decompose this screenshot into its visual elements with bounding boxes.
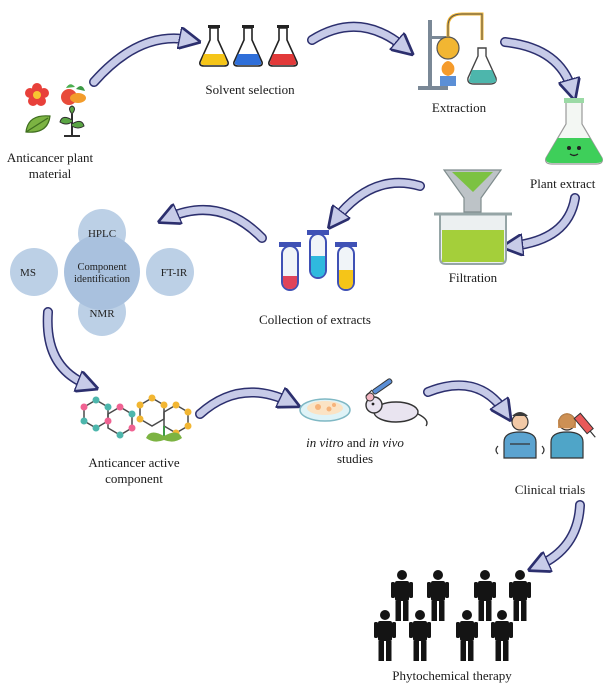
people-group-icon [374, 570, 531, 661]
plant-material-icon [25, 83, 86, 137]
active-component-label-line2: component [105, 471, 163, 486]
method-circle-ms [10, 248, 58, 296]
identification-center-circle [64, 234, 140, 310]
identification-cluster: HPLC MS FT-IR NMR Component identificati… [10, 209, 194, 336]
studies-label-in-vivo: in vivo [368, 435, 404, 450]
patients-icon [495, 412, 596, 459]
method-circle-ftir [146, 248, 194, 296]
flow-arrows [42, 21, 585, 566]
test-tubes-icon [279, 230, 357, 291]
identification-label-line1: Component [78, 262, 127, 273]
distillation-apparatus-icon [418, 12, 497, 90]
active-component-label: Anticancer active component [74, 455, 194, 487]
method-label-hplc: HPLC [88, 228, 116, 240]
studies-label: in vitro and in vivo studies [295, 435, 415, 467]
clinical-trials-label: Clinical trials [514, 482, 586, 497]
solvent-selection-label: Solvent selection [205, 82, 295, 97]
studies-label-and: and [343, 435, 369, 450]
arrow-component-to-studies [195, 392, 290, 419]
extraction-label: Extraction [431, 100, 487, 115]
green-flask-icon [545, 98, 603, 165]
method-label-nmr: NMR [89, 308, 115, 320]
identification-label-line2: identification [74, 274, 131, 285]
active-component-label-line1: Anticancer active [88, 455, 180, 470]
filtration-label: Filtration [448, 270, 498, 285]
arrow-collection-to-identification [168, 210, 267, 243]
plant-material-label-line1: Anticancer plant [6, 150, 94, 165]
plant-material-label-line2: material [28, 166, 72, 181]
arrow-extraction-to-extract [500, 37, 572, 90]
arrow-studies-to-clinical [423, 380, 505, 412]
arrow-plant-to-solvent [89, 38, 190, 87]
arrow-solvent-to-extraction [307, 21, 405, 48]
arrow-identification-to-component [42, 307, 88, 385]
plant-material-label: Anticancer plant material [0, 150, 100, 182]
arrow-clinical-to-therapy [538, 500, 585, 566]
studies-label-in-vitro: in vitro [306, 435, 344, 450]
method-label-ms: MS [20, 267, 36, 279]
collection-label: Collection of extracts [259, 312, 371, 327]
method-label-ftir: FT-IR [161, 267, 188, 279]
arrow-extract-to-filtration [512, 193, 580, 246]
plant-extract-label: Plant extract [530, 176, 596, 191]
studies-label-line2: studies [336, 451, 374, 466]
flasks-icon [199, 25, 298, 67]
funnel-beaker-icon [434, 169, 512, 265]
molecule-icon [80, 394, 192, 442]
petri-mouse-icon [299, 378, 428, 427]
arrow-filtration-to-collection [335, 177, 425, 220]
phytochemical-therapy-label: Phytochemical therapy [392, 668, 512, 683]
